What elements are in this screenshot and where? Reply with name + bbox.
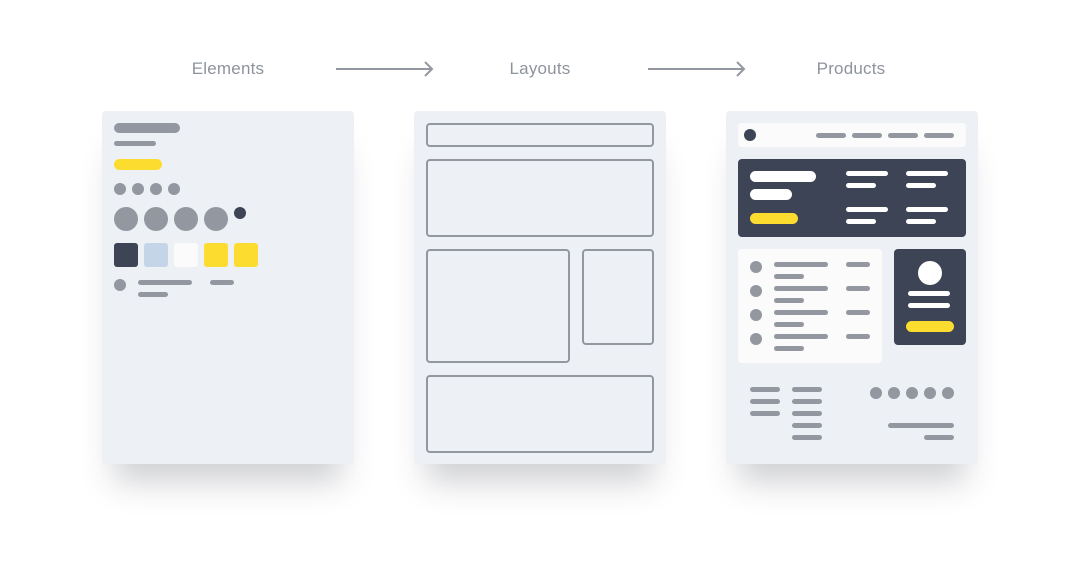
footer-link — [792, 435, 822, 440]
footer-text-line — [888, 423, 954, 428]
footer-text-line — [924, 435, 954, 440]
footer-link — [750, 387, 780, 392]
footer-link — [792, 387, 822, 392]
nav-item — [852, 133, 882, 138]
hero-text-line — [906, 171, 948, 176]
sidebar-block — [582, 249, 654, 345]
hero-text-line — [846, 171, 888, 176]
elements-panel — [102, 111, 354, 464]
large-dot — [204, 207, 228, 231]
social-icon — [942, 387, 954, 399]
step-label-elements: Elements — [191, 59, 265, 78]
small-dot — [132, 183, 144, 195]
hero-cta-button — [750, 213, 798, 224]
small-dot — [168, 183, 180, 195]
hero-text-line — [846, 219, 876, 224]
list-item-line — [774, 274, 804, 279]
profile-button — [906, 321, 954, 332]
social-icon — [924, 387, 936, 399]
arrow-right-icon — [648, 61, 746, 77]
step-label-layouts: Layouts — [509, 59, 571, 78]
text-line — [138, 280, 192, 285]
content-block — [426, 249, 570, 363]
color-swatch-yellow — [234, 243, 258, 267]
step-label-products: Products — [816, 59, 886, 78]
list-item-value — [846, 286, 870, 291]
large-dot — [174, 207, 198, 231]
list-item-line — [774, 298, 804, 303]
button-placeholder — [114, 159, 162, 170]
social-icon — [870, 387, 882, 399]
social-icon — [888, 387, 900, 399]
layouts-panel — [414, 111, 666, 464]
text-line — [138, 292, 168, 297]
footer-block — [426, 375, 654, 453]
heading-placeholder — [114, 123, 180, 133]
list-item-value — [846, 262, 870, 267]
color-swatch-yellow — [204, 243, 228, 267]
hero-text-line — [846, 207, 888, 212]
dark-dot — [234, 207, 246, 219]
list-item-dot — [750, 285, 762, 297]
logo-dot — [744, 129, 756, 141]
profile-text-line — [908, 291, 950, 296]
hero-section — [738, 159, 966, 237]
hero-text-line — [906, 207, 948, 212]
color-swatch-light-blue — [144, 243, 168, 267]
nav-bar — [738, 123, 966, 147]
hero-text-line — [846, 183, 876, 188]
profile-card — [894, 249, 966, 345]
nav-item — [924, 133, 954, 138]
avatar — [918, 261, 942, 285]
list-item-line — [774, 346, 804, 351]
footer-link — [792, 399, 822, 404]
products-panel — [726, 111, 978, 464]
color-swatch-white — [174, 243, 198, 267]
footer-link — [792, 423, 822, 428]
nav-item — [888, 133, 918, 138]
arrow-right-icon — [336, 61, 434, 77]
large-dot — [114, 207, 138, 231]
hero-text-line — [906, 183, 936, 188]
hero-title-line — [750, 171, 816, 182]
footer-link — [792, 411, 822, 416]
text-line — [210, 280, 234, 285]
small-dot — [150, 183, 162, 195]
footer-link — [750, 399, 780, 404]
small-dot — [114, 183, 126, 195]
list-card — [738, 249, 882, 363]
list-item-dot — [750, 333, 762, 345]
footer-link — [750, 411, 780, 416]
nav-item — [816, 133, 846, 138]
list-item-dot — [750, 309, 762, 321]
list-item-line — [774, 262, 828, 267]
hero-text-line — [906, 219, 936, 224]
list-item-value — [846, 310, 870, 315]
list-item-line — [774, 334, 828, 339]
subheading-placeholder — [114, 141, 156, 146]
list-item-dot — [750, 261, 762, 273]
list-item-line — [774, 322, 804, 327]
hero-title-line — [750, 189, 792, 200]
list-item-value — [846, 334, 870, 339]
large-dot — [144, 207, 168, 231]
header-block — [426, 123, 654, 147]
social-icon — [906, 387, 918, 399]
profile-text-line — [908, 303, 950, 308]
list-dot — [114, 279, 126, 291]
hero-block — [426, 159, 654, 237]
color-swatch-dark — [114, 243, 138, 267]
list-item-line — [774, 310, 828, 315]
list-item-line — [774, 286, 828, 291]
